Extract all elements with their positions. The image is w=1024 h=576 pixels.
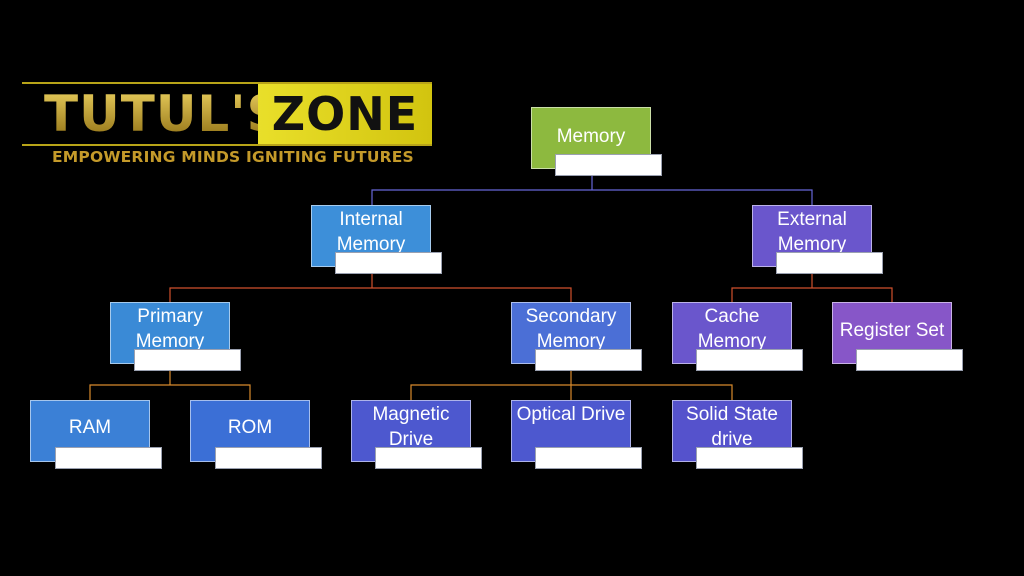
logo-brand-right: ZONE xyxy=(271,87,419,141)
node-secondary-memory-caption-box xyxy=(535,349,642,371)
logo-zone-box: ZONE xyxy=(258,84,432,144)
node-memory-label: Memory xyxy=(556,126,626,147)
connector-internal-children xyxy=(169,287,572,302)
logo-top-rule xyxy=(22,82,432,84)
node-register-set-caption-box xyxy=(856,349,963,371)
node-solid-state-drive-caption-box xyxy=(696,447,803,469)
node-ram-label: RAM xyxy=(68,417,112,438)
node-primary-memory-label: Primary Memory xyxy=(135,306,205,352)
node-optical-drive-label: Optical Drive xyxy=(516,404,626,425)
node-register-set-label: Register Set xyxy=(839,320,945,341)
node-magnetic-drive-label: Magnetic Drive xyxy=(372,404,450,450)
logo-brand-left: TUTUL'S xyxy=(44,85,284,143)
node-internal-memory-label: Internal Memory xyxy=(336,209,406,255)
connector-external-children xyxy=(731,287,893,302)
brand-logo: TUTUL'S ZONE EMPOWERING MINDS IGNITING F… xyxy=(22,82,432,168)
node-solid-state-drive-label: Solid State drive xyxy=(686,404,778,450)
node-cache-memory-label: Cache Memory xyxy=(697,306,767,352)
node-memory-caption-box xyxy=(555,154,662,176)
connector-primary-children xyxy=(89,384,251,400)
connector-memory-children xyxy=(371,189,813,205)
node-rom-caption-box xyxy=(215,447,322,469)
node-external-memory-label: External Memory xyxy=(777,209,847,255)
node-ram-caption-box xyxy=(55,447,162,469)
logo-tagline: EMPOWERING MINDS IGNITING FUTURES xyxy=(52,148,414,166)
node-cache-memory-caption-box xyxy=(696,349,803,371)
node-optical-drive-caption-box xyxy=(535,447,642,469)
node-primary-memory-caption-box xyxy=(134,349,241,371)
node-external-memory-caption-box xyxy=(776,252,883,274)
logo-bottom-rule xyxy=(22,144,432,146)
node-internal-memory-caption-box xyxy=(335,252,442,274)
node-rom-label: ROM xyxy=(227,417,273,438)
node-primary-memory: Primary Memory xyxy=(110,302,230,364)
node-magnetic-drive-caption-box xyxy=(375,447,482,469)
node-secondary-memory-label: Secondary Memory xyxy=(525,306,617,352)
logo-banner: TUTUL'S ZONE xyxy=(22,82,432,146)
